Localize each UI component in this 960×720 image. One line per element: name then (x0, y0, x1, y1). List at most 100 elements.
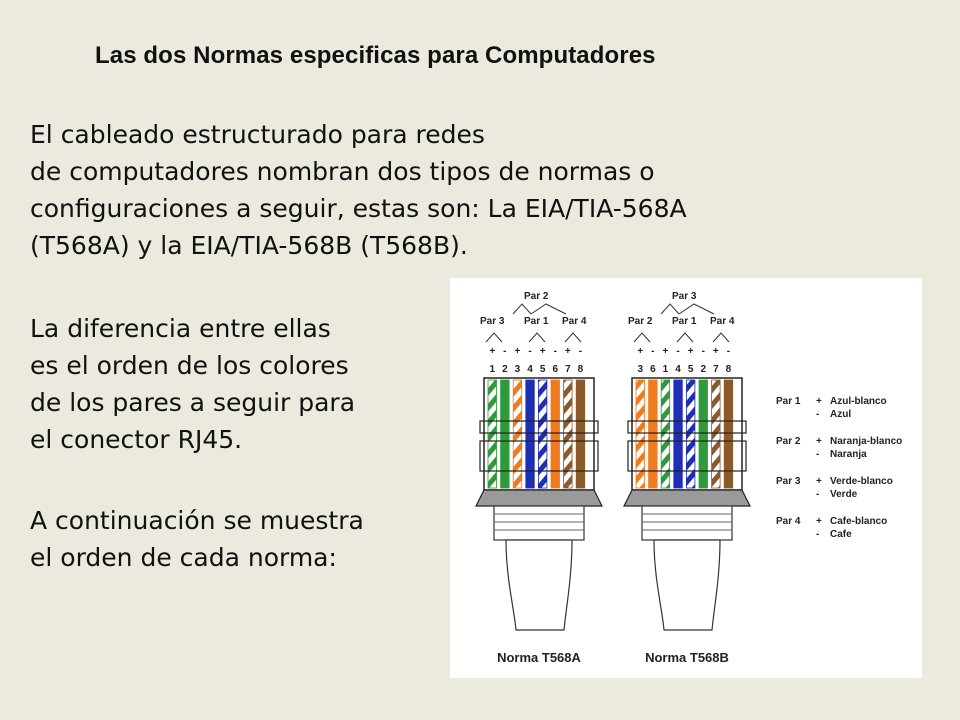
pair-label-mid: Par 1 (524, 316, 549, 327)
difference-line: de los pares a seguir para (30, 388, 356, 417)
legend-minus-color: Azul (830, 409, 851, 420)
pin-number: 5 (540, 364, 546, 375)
intro-line: de computadores nombran dos tipos de nor… (30, 157, 655, 186)
difference-line: es el orden de los colores (30, 351, 349, 380)
difference-line: el conector RJ45. (30, 425, 243, 454)
polarity-sign: + (688, 346, 694, 357)
wire (575, 379, 586, 489)
pin-number: 8 (726, 364, 732, 375)
pair-chevron (564, 332, 582, 343)
polarity-sign: + (663, 346, 669, 357)
connector-name: Norma T568A (497, 650, 581, 665)
wire (685, 379, 696, 489)
polarity-sign: + (565, 346, 571, 357)
pair-label-right: Par 4 (710, 316, 735, 327)
wire (648, 379, 658, 489)
legend-plus-color: Verde-blanco (830, 476, 893, 487)
continuation-paragraph: A continuación se muestra el orden de ca… (30, 502, 364, 576)
continuation-line: el orden de cada norma: (30, 543, 337, 572)
pin-number: 8 (578, 364, 584, 375)
legend-minus-color: Verde (830, 489, 858, 500)
pair-chevron (528, 332, 546, 343)
contact-bar (479, 440, 599, 472)
pin-number: 7 (713, 364, 719, 375)
pin-number: 3 (515, 364, 521, 375)
pin-number: 1 (663, 364, 669, 375)
cable (505, 539, 573, 631)
pair-label-left: Par 3 (480, 316, 505, 327)
wire (512, 379, 523, 489)
wire (698, 379, 708, 489)
legend-sign: + (816, 476, 822, 487)
pair-chevron (676, 332, 694, 343)
wire (538, 379, 548, 489)
pair-label-top: Par 2 (524, 291, 549, 302)
polarity-sign: + (489, 346, 495, 357)
wire (660, 379, 671, 489)
pin-number: 3 (637, 364, 643, 375)
polarity-sign: - (554, 346, 557, 357)
legend-plus-color: Cafe-blanco (830, 516, 887, 527)
wire (723, 379, 734, 489)
legend-pair: Par 4 (776, 516, 801, 527)
legend-minus-color: Naranja (830, 449, 867, 460)
difference-paragraph: La diferencia entre ellas es el orden de… (30, 310, 355, 458)
pair-label-top: Par 3 (672, 291, 697, 302)
wire (550, 379, 560, 489)
legend-plus-color: Azul-blanco (830, 396, 887, 407)
intro-line: (T568A) y la EIA/TIA-568B (T568B). (30, 231, 468, 260)
wire (525, 379, 535, 489)
cable (653, 539, 721, 631)
pair-label-left: Par 2 (628, 316, 653, 327)
pair-label-right: Par 4 (562, 316, 587, 327)
wire (500, 379, 510, 489)
connector-crimp (475, 489, 603, 507)
intro-line: El cableado estructurado para redes (30, 120, 485, 149)
contact-bar (627, 440, 747, 472)
polarity-sign: - (528, 346, 531, 357)
polarity-sign: + (515, 346, 521, 357)
connector-name: Norma T568B (645, 650, 729, 665)
pair-chevron (712, 332, 730, 343)
pair-label-mid: Par 1 (672, 316, 697, 327)
wire (635, 379, 645, 489)
slide-title: Las dos Normas especificas para Computad… (95, 42, 656, 69)
legend-sign: - (816, 449, 819, 460)
pin-number: 5 (688, 364, 694, 375)
polarity-sign: + (637, 346, 643, 357)
pair-chevron (485, 332, 503, 343)
wire (487, 379, 497, 489)
legend-sign: - (816, 529, 819, 540)
polarity-sign: - (727, 346, 730, 357)
legend-plus-color: Naranja-blanco (830, 436, 902, 447)
legend-sign: + (816, 516, 822, 527)
legend-minus-color: Cafe (830, 529, 852, 540)
pair-chevron (633, 332, 651, 343)
wire (563, 379, 573, 489)
legend-pair: Par 3 (776, 476, 801, 487)
polarity-sign: - (651, 346, 654, 357)
continuation-line: A continuación se muestra (30, 506, 364, 535)
pin-number: 6 (552, 364, 558, 375)
connector-boot (641, 505, 733, 541)
intro-line: configuraciones a seguir, estas son: La … (30, 194, 687, 223)
polarity-sign: + (713, 346, 719, 357)
contact-bar (627, 420, 747, 434)
difference-line: La diferencia entre ellas (30, 314, 331, 343)
pair-chevron (512, 303, 532, 315)
pair-chevron (660, 303, 680, 315)
pin-number: 4 (675, 364, 681, 375)
wire (711, 379, 721, 489)
pin-number: 7 (565, 364, 571, 375)
intro-paragraph: El cableado estructurado para redes de c… (30, 116, 687, 264)
connector-boot (493, 505, 585, 541)
polarity-sign: - (579, 346, 582, 357)
wire (673, 379, 683, 489)
legend-sign: + (816, 436, 822, 447)
pin-number: 4 (527, 364, 533, 375)
polarity-sign: - (676, 346, 679, 357)
legend-pair: Par 2 (776, 436, 801, 447)
pin-number: 1 (489, 364, 495, 375)
pair-chevron (530, 303, 567, 315)
